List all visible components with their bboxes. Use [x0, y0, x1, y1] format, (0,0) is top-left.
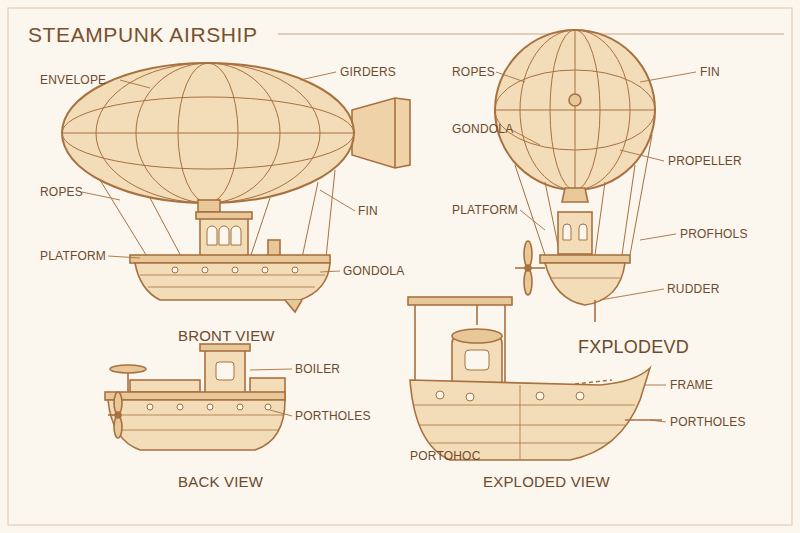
part-label: FIN: [700, 66, 720, 78]
part-label: PLATFORM: [40, 250, 106, 262]
diagram-title: STEAMPUNK AIRSHIP: [28, 24, 258, 45]
title-rule: [278, 33, 784, 34]
part-label: PORTHOLES: [295, 410, 371, 422]
part-label: GIRDERS: [340, 66, 396, 78]
part-label: BOILER: [295, 363, 340, 375]
front-view-airship: [62, 63, 410, 312]
page-frame: [8, 8, 792, 525]
part-label: GONDOLA: [452, 123, 513, 135]
part-label: PORTOHOC: [410, 450, 481, 462]
part-label: PROPELLER: [668, 155, 742, 167]
view-label: FXPLODEVD: [578, 338, 689, 356]
part-label: ROPES: [40, 186, 83, 198]
back-view-gondola: [105, 344, 285, 450]
part-label: RUDDER: [667, 283, 720, 295]
part-label: FRAME: [670, 379, 713, 391]
part-label: PROFHOLS: [680, 228, 748, 240]
part-label: FIN: [358, 205, 378, 217]
part-label: PLATFORM: [452, 204, 518, 216]
part-label: ENVELOPE: [40, 74, 106, 86]
exploded-view-gondola: [408, 297, 662, 460]
leader-lines: [82, 72, 696, 422]
part-label: ROPES: [452, 66, 495, 78]
side-view-airship: [495, 30, 655, 322]
view-label: EXPLODED VIEW: [483, 474, 610, 489]
part-label: GONDOLA: [343, 265, 404, 277]
part-label: PORTHOLES: [670, 416, 746, 428]
view-label: BRONT VIEW: [178, 328, 275, 343]
view-label: BACK VIEW: [178, 474, 263, 489]
